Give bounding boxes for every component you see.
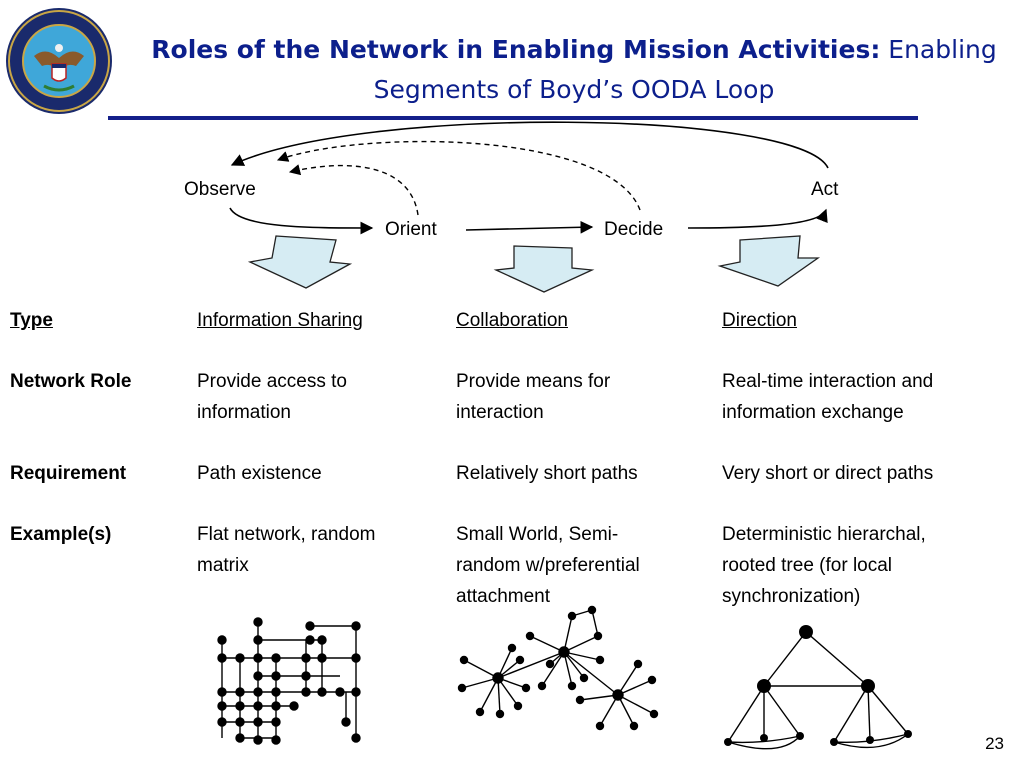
block-arrow-1 xyxy=(247,235,353,289)
small-world-network-graph xyxy=(457,605,659,731)
act-to-observe-arrow xyxy=(230,121,829,169)
col2-role-line1: Provide means for xyxy=(456,371,611,392)
row-header-network-role: Network Role xyxy=(10,371,132,392)
col3-example-line2: rooted tree (for local xyxy=(722,555,893,576)
observe-label: Observe xyxy=(184,179,256,200)
col2-example-line1: Small World, Semi- xyxy=(456,524,619,545)
col3-role-line1: Real-time interaction and xyxy=(722,371,934,392)
title-second-line: Segments of Boyd’s OODA Loop xyxy=(373,75,775,104)
col2-example-line2: random w/preferential xyxy=(456,555,640,576)
col1-requirement: Path existence xyxy=(197,463,322,484)
title-bold-part: Roles of the Network in Enabling Mission… xyxy=(151,35,881,64)
observe-to-orient-arrow xyxy=(229,207,374,235)
col2-example-line3: attachment xyxy=(456,586,550,607)
page-number: 23 xyxy=(985,734,1004,753)
col1-role-line1: Provide access to xyxy=(197,371,347,392)
block-arrow-3 xyxy=(717,235,821,287)
row-header-requirement: Requirement xyxy=(10,463,127,484)
decide-label: Decide xyxy=(604,219,664,240)
col1-role-line2: information xyxy=(197,402,291,423)
col2-type: Collaboration xyxy=(456,310,568,331)
block-arrow-2 xyxy=(493,245,595,293)
col3-role-line2: information exchange xyxy=(722,402,904,423)
mesh-network-graph xyxy=(217,617,361,745)
orient-to-decide-arrow xyxy=(465,220,594,234)
row-header-type: Type xyxy=(10,310,53,331)
dod-seal-logo xyxy=(6,8,112,114)
ooda-loop-diagram xyxy=(229,121,829,293)
col3-example-line3: synchronization) xyxy=(722,586,861,607)
col3-example-line1: Deterministic hierarchal, xyxy=(722,524,926,545)
title-underline-rule xyxy=(108,116,918,120)
col3-type: Direction xyxy=(722,310,797,331)
col1-example-line1: Flat network, random xyxy=(197,524,376,545)
decide-to-act-arrow xyxy=(687,208,828,229)
example-network-graphs xyxy=(217,605,912,750)
orient-label: Orient xyxy=(385,219,437,240)
orient-to-observe-dashed-arrow xyxy=(288,164,419,216)
rooted-tree-graph xyxy=(724,625,912,750)
col2-role-line2: interaction xyxy=(456,402,544,423)
decide-to-observe-dashed-arrow xyxy=(276,140,641,211)
act-label: Act xyxy=(811,179,839,200)
col1-type: Information Sharing xyxy=(197,310,363,331)
slide-title: Roles of the Network in Enabling Mission… xyxy=(116,30,1024,110)
row-header-examples: Example(s) xyxy=(10,524,112,545)
col1-example-line2: matrix xyxy=(197,555,249,576)
col3-requirement: Very short or direct paths xyxy=(722,463,934,484)
title-normal-part: Enabling xyxy=(880,35,997,64)
col2-requirement: Relatively short paths xyxy=(456,463,638,484)
